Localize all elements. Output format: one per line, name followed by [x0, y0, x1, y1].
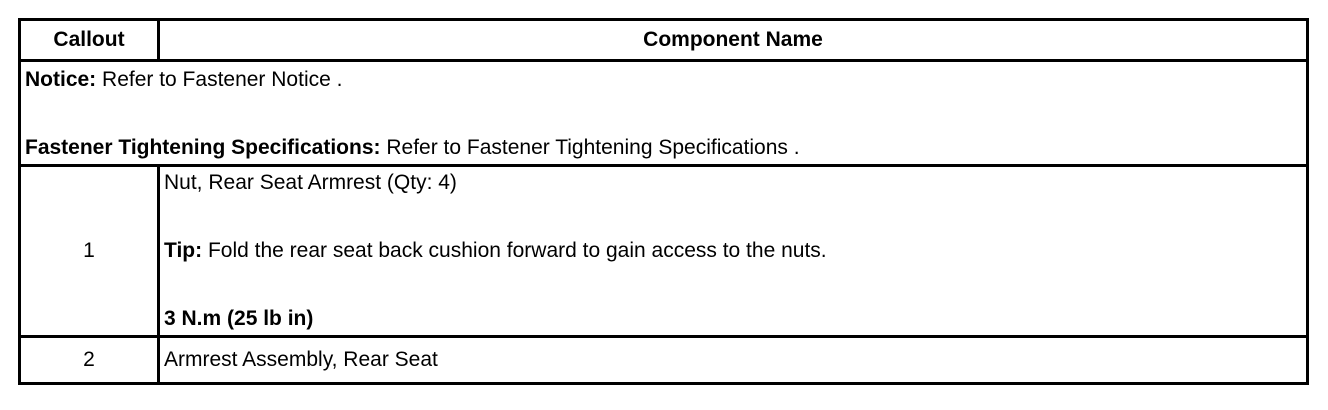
header-callout: Callout	[18, 18, 160, 62]
notice-row: Notice: Refer to Fastener Notice . Faste…	[18, 59, 1309, 167]
header-component-name: Component Name	[157, 18, 1309, 62]
callout-number: 1	[18, 164, 160, 338]
header-callout-label: Callout	[53, 28, 125, 51]
notice-cell: Notice: Refer to Fastener Notice . Faste…	[18, 59, 1309, 167]
table-row: 1 Nut, Rear Seat Armrest (Qty: 4) Tip: F…	[18, 164, 1309, 338]
notice-text: Refer to Fastener Notice .	[96, 68, 343, 91]
component-cell: Nut, Rear Seat Armrest (Qty: 4) Tip: Fol…	[157, 164, 1309, 338]
component-name: Armrest Assembly, Rear Seat	[157, 335, 1309, 385]
component-spec-table: Callout Component Name Notice: Refer to …	[18, 18, 1309, 385]
tip-line: Tip: Fold the rear seat back cushion for…	[164, 239, 1306, 263]
notice-line: Notice: Refer to Fastener Notice .	[25, 68, 1306, 92]
table-row: 2 Armrest Assembly, Rear Seat	[18, 335, 1309, 385]
spec-label: Fastener Tightening Specifications:	[25, 136, 381, 159]
header-component-name-label: Component Name	[643, 28, 823, 51]
spec-text: Refer to Fastener Tightening Specificati…	[380, 136, 800, 159]
notice-label: Notice:	[25, 68, 97, 91]
tip-label: Tip:	[164, 239, 203, 262]
spec-line: Fastener Tightening Specifications: Refe…	[25, 136, 1306, 160]
spec-table-container: Callout Component Name Notice: Refer to …	[18, 18, 1309, 385]
component-name: Nut, Rear Seat Armrest (Qty: 4)	[164, 171, 457, 194]
tip-text: Fold the rear seat back cushion forward …	[202, 239, 827, 262]
header-row: Callout Component Name	[18, 18, 1309, 62]
callout-number: 2	[18, 335, 160, 385]
torque-spec: 3 N.m (25 lb in)	[164, 307, 314, 330]
